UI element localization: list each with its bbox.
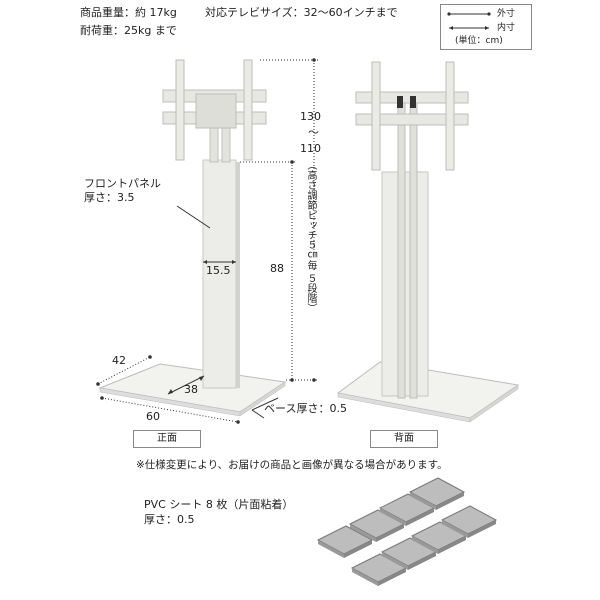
weight-spec: 商品重量：約 17kg — [80, 6, 177, 19]
height-tilde-label: ～ — [308, 126, 319, 139]
dimension-legend: 外寸 内寸 (単位：cm) — [440, 4, 532, 50]
legend-inner: 内寸 — [497, 23, 516, 33]
base-thickness-label: ベース厚さ：0.5 — [264, 402, 347, 415]
front-panel-thickness: 厚さ：3.5 — [84, 191, 135, 204]
height-adjust-label: （高さ調節ピッチ５㎝毎 ５段階） — [305, 160, 316, 314]
base-inner-depth-arrow — [167, 375, 205, 395]
height-min-label: 110 — [300, 142, 321, 155]
base-width-label: 60 — [146, 410, 160, 423]
front-stand — [98, 59, 287, 417]
base-depth-line — [97, 356, 151, 385]
front-panel-leader — [176, 205, 211, 229]
legend-arrows — [447, 12, 491, 30]
base-width-line — [101, 397, 239, 423]
legend-outer: 外寸 — [497, 9, 516, 19]
tv-size-spec: 対応テレビサイズ：32～60インチまで — [205, 6, 398, 19]
base-inner-depth-label: 38 — [184, 383, 198, 396]
load-spec: 耐荷重：25kg まで — [80, 24, 177, 37]
pvc-sheets — [316, 477, 498, 586]
height-max-label: 130 — [300, 110, 321, 123]
back-stand — [336, 61, 520, 423]
spec-change-notice: ※仕様変更により、お届けの商品と画像が異なる場合があります。 — [136, 459, 448, 471]
back-view-caption: 背面 — [370, 430, 438, 448]
pvc-title: PVC シート 8 枚（片面粘着） — [144, 498, 294, 511]
front-panel-title: フロントパネル — [84, 177, 161, 190]
legend-unit: (単位：cm) — [455, 36, 503, 46]
base-depth-label: 42 — [112, 354, 126, 367]
front-view-caption: 正面 — [133, 430, 201, 448]
panel-width-label: 15.5 — [206, 264, 231, 277]
pvc-thickness: 厚さ：0.5 — [144, 513, 195, 526]
height-88-label: 88 — [270, 262, 284, 275]
